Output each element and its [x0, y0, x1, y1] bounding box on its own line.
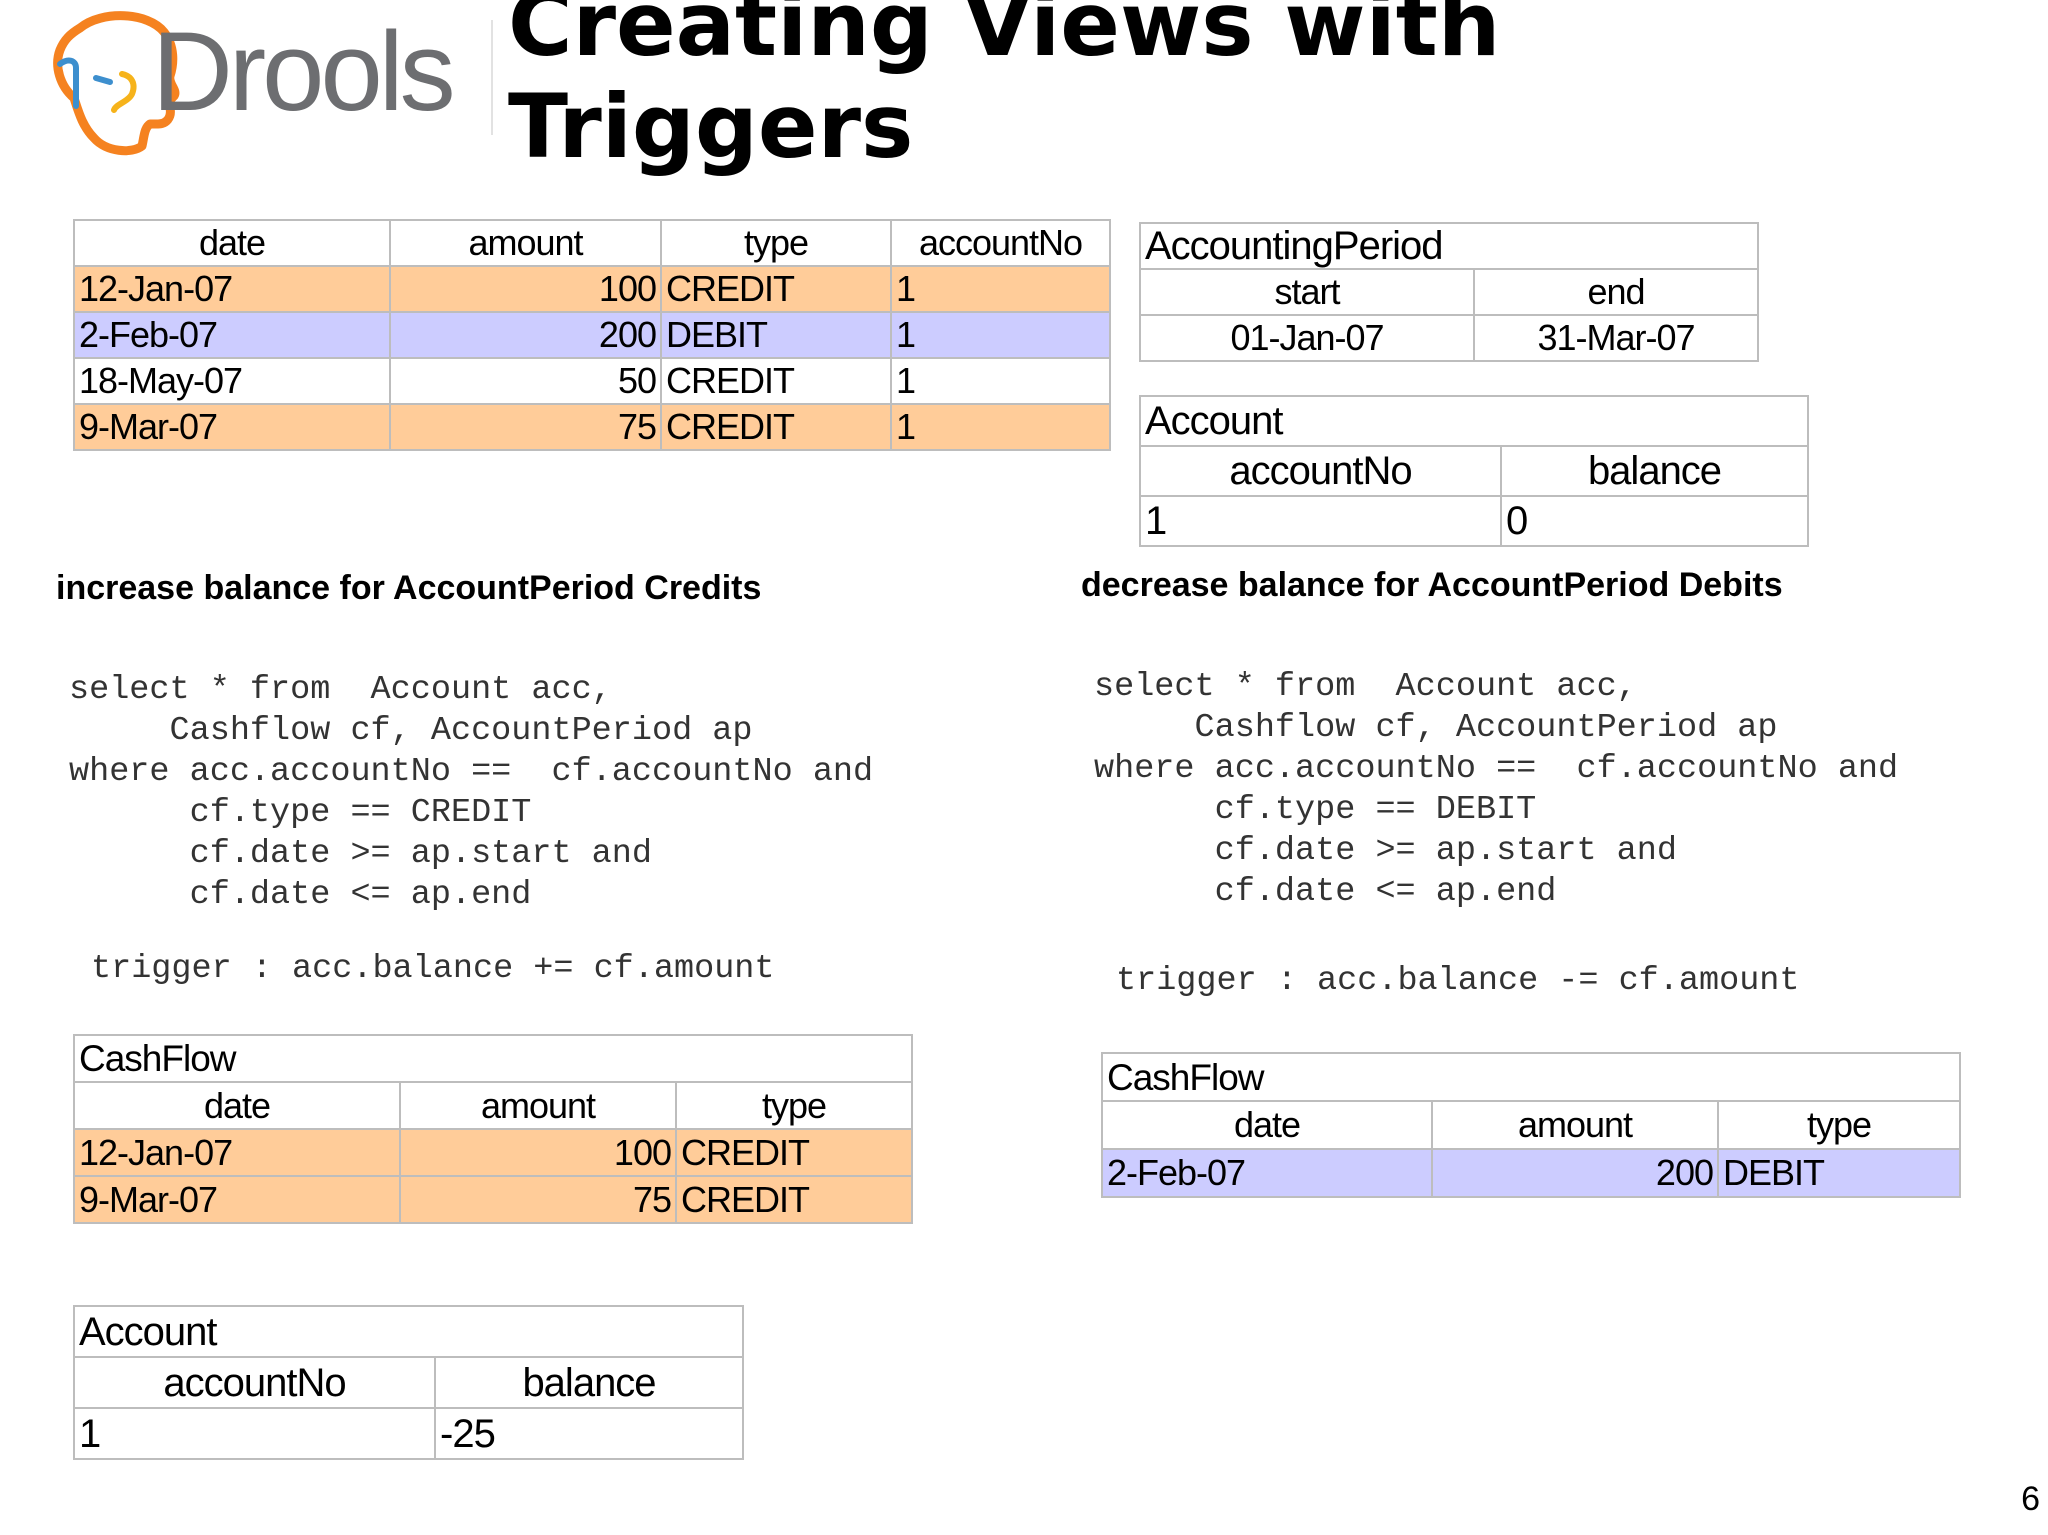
- logo-wordmark: Drools: [152, 9, 456, 134]
- cell-date: 2-Feb-07: [73, 311, 391, 359]
- header-divider: [491, 20, 493, 135]
- cell-accountno: 1: [890, 265, 1111, 313]
- cell-date: 12-Jan-07: [73, 1128, 401, 1177]
- account-before-table: Account accountNo balance 1 0: [1139, 395, 1809, 547]
- cell-type: CREDIT: [660, 357, 892, 405]
- cell-balance: -25: [434, 1407, 744, 1460]
- cell-date: 18-May-07: [73, 357, 391, 405]
- table-caption: Account: [73, 1305, 744, 1358]
- column-header-date: date: [73, 1081, 401, 1130]
- cell-amount: 100: [389, 265, 662, 313]
- cell-accountno: 1: [73, 1407, 436, 1460]
- table-header-row: date amount type: [73, 1081, 913, 1130]
- cell-date: 2-Feb-07: [1101, 1148, 1433, 1198]
- table-caption-row: Account: [1139, 395, 1809, 447]
- credit-rule-query: select * from Account acc, Cashflow cf, …: [69, 671, 874, 914]
- table-caption-row: Account: [73, 1305, 744, 1358]
- table-row: 18-May-07 50 CREDIT 1: [73, 357, 1111, 405]
- cell-amount: 200: [389, 311, 662, 359]
- column-header-accountno: accountNo: [890, 219, 1111, 267]
- table-row: 9-Mar-07 75 CREDIT 1: [73, 403, 1111, 451]
- cell-type: CREDIT: [675, 1128, 913, 1177]
- cell-accountno: 1: [890, 357, 1111, 405]
- cell-amount: 75: [389, 403, 662, 451]
- table-row: 1 -25: [73, 1407, 744, 1460]
- cell-amount: 75: [399, 1175, 677, 1224]
- table-caption: CashFlow: [73, 1034, 913, 1083]
- column-header-start: start: [1139, 268, 1475, 316]
- slide-title: Creating Views with Triggers: [508, 0, 1808, 178]
- credit-cashflow-view-table: CashFlow date amount type 12-Jan-07 100 …: [73, 1034, 913, 1224]
- cell-start: 01-Jan-07: [1139, 314, 1475, 362]
- cashflow-input-table: date amount type accountNo 12-Jan-07 100…: [73, 219, 1111, 451]
- column-header-amount: amount: [399, 1081, 677, 1130]
- cell-type: DEBIT: [1717, 1148, 1961, 1198]
- table-row: 2-Feb-07 200 DEBIT 1: [73, 311, 1111, 359]
- table-header-row: date amount type: [1101, 1100, 1961, 1150]
- table-header-row: start end: [1139, 268, 1760, 316]
- cell-type: CREDIT: [660, 265, 892, 313]
- cell-end: 31-Mar-07: [1472, 314, 1760, 362]
- cell-date: 9-Mar-07: [73, 1175, 401, 1224]
- table-caption-row: CashFlow: [1101, 1052, 1961, 1102]
- table-row: 01-Jan-07 31-Mar-07: [1139, 314, 1760, 362]
- slide-title-line-2: Triggers: [508, 75, 914, 178]
- column-header-accountno: accountNo: [73, 1356, 436, 1409]
- table-caption-row: CashFlow: [73, 1034, 913, 1083]
- cell-date: 9-Mar-07: [73, 403, 391, 451]
- debit-rule-heading: decrease balance for AccountPeriod Debit…: [1081, 566, 1783, 604]
- cell-amount: 50: [389, 357, 662, 405]
- cell-date: 12-Jan-07: [73, 265, 391, 313]
- cell-type: CREDIT: [660, 403, 892, 451]
- cell-amount: 200: [1431, 1148, 1719, 1198]
- column-header-type: type: [675, 1081, 913, 1130]
- table-header-row: accountNo balance: [73, 1356, 744, 1409]
- table-header-row: accountNo balance: [1139, 445, 1809, 497]
- debit-rule-trigger: trigger : acc.balance -= cf.amount: [1116, 962, 1800, 1000]
- accounting-period-table: AccountingPeriod start end 01-Jan-07 31-…: [1138, 222, 1760, 362]
- table-row: 12-Jan-07 100 CREDIT: [73, 1128, 913, 1177]
- table-caption-row: AccountingPeriod: [1138, 222, 1760, 270]
- table-header-row: date amount type accountNo: [73, 219, 1111, 267]
- column-header-type: type: [1717, 1100, 1961, 1150]
- cell-type: CREDIT: [675, 1175, 913, 1224]
- column-header-balance: balance: [434, 1356, 744, 1409]
- drools-face-icon: [53, 11, 180, 156]
- column-header-end: end: [1472, 268, 1760, 316]
- page-number: 6: [2021, 1480, 2040, 1518]
- account-after-table: Account accountNo balance 1 -25: [73, 1305, 744, 1460]
- drools-logo: Drools: [40, 6, 470, 156]
- column-header-amount: amount: [1431, 1100, 1719, 1150]
- table-row: 2-Feb-07 200 DEBIT: [1101, 1148, 1961, 1198]
- slide-title-line-1: Creating Views with: [508, 0, 1501, 76]
- cell-balance: 0: [1500, 495, 1809, 547]
- table-caption: AccountingPeriod: [1138, 222, 1760, 270]
- cell-accountno: 1: [890, 403, 1111, 451]
- column-header-accountno: accountNo: [1139, 445, 1502, 497]
- column-header-date: date: [1101, 1100, 1433, 1150]
- table-caption: CashFlow: [1101, 1052, 1961, 1102]
- table-caption: Account: [1139, 395, 1809, 447]
- column-header-type: type: [660, 219, 892, 267]
- debit-rule-query: select * from Account acc, Cashflow cf, …: [1094, 668, 1899, 911]
- table-row: 12-Jan-07 100 CREDIT 1: [73, 265, 1111, 313]
- table-row: 1 0: [1139, 495, 1809, 547]
- table-row: 9-Mar-07 75 CREDIT: [73, 1175, 913, 1224]
- column-header-amount: amount: [389, 219, 662, 267]
- column-header-balance: balance: [1500, 445, 1809, 497]
- credit-rule-trigger: trigger : acc.balance += cf.amount: [91, 950, 775, 988]
- credit-rule-heading: increase balance for AccountPeriod Credi…: [56, 569, 762, 607]
- cell-type: DEBIT: [660, 311, 892, 359]
- cell-accountno: 1: [1139, 495, 1502, 547]
- cell-accountno: 1: [890, 311, 1111, 359]
- debit-cashflow-view-table: CashFlow date amount type 2-Feb-07 200 D…: [1101, 1052, 1961, 1198]
- column-header-date: date: [73, 219, 391, 267]
- cell-amount: 100: [399, 1128, 677, 1177]
